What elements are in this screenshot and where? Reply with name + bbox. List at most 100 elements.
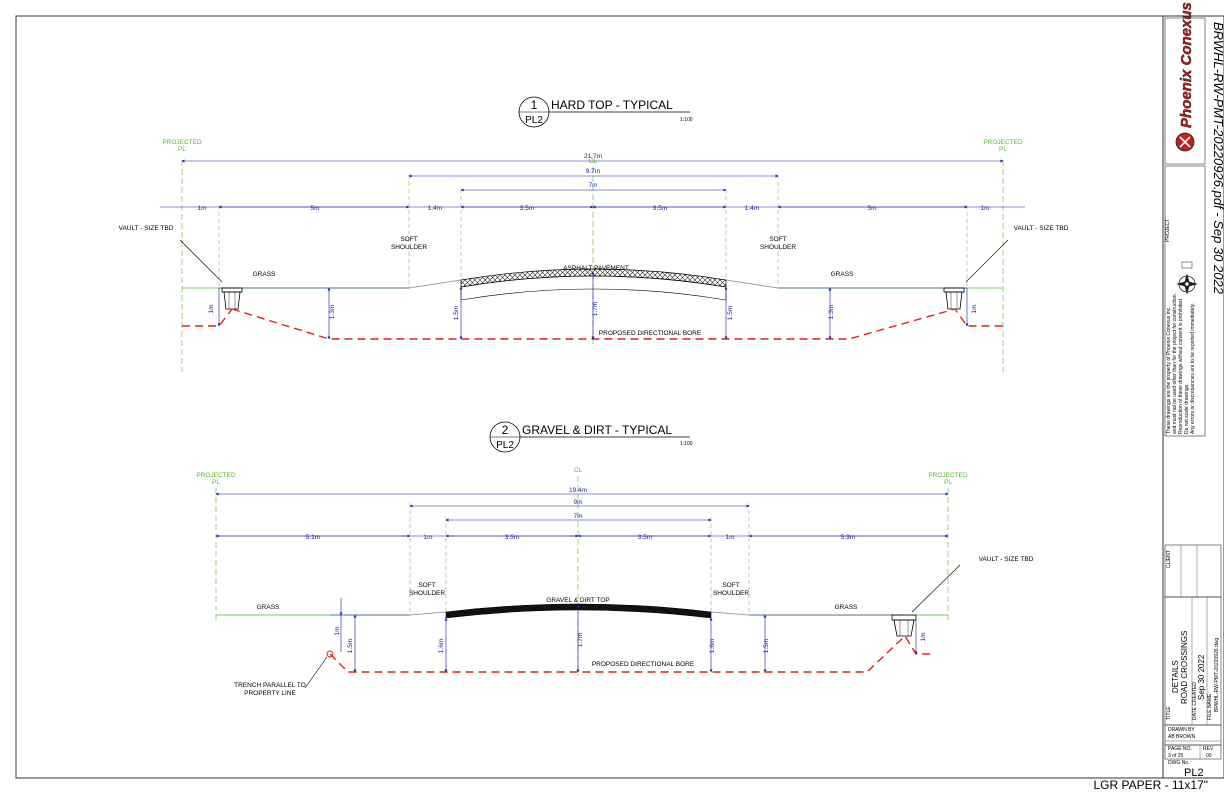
ground-profile	[182, 279, 1003, 289]
grass-right-label: GRASS	[831, 271, 854, 278]
vault-right-label: VAULT - SIZE TBD	[979, 556, 1034, 563]
soft-shoulder-right-2: SHOULDER	[760, 244, 796, 251]
page-value: 3 of 25	[1168, 753, 1184, 759]
segment-dim: 1.4m	[745, 205, 759, 212]
soft-shoulder-left-2: SHOULDER	[391, 244, 427, 251]
page-label: PAGE NO.	[1168, 746, 1192, 752]
bore-label: PROPOSED DIRECTIONAL BORE	[592, 661, 695, 668]
soft-shoulder-left: SOFT	[400, 236, 417, 243]
depth-dim: 1.5m	[347, 639, 354, 653]
overall-dim: 19.4m	[569, 487, 587, 494]
pl-right-label: PROJECTED	[928, 472, 968, 479]
directional-bore	[182, 308, 1003, 340]
dwg-value: PL2	[1184, 767, 1204, 779]
pl-right-label: PROJECTED	[983, 139, 1023, 146]
vault-right	[891, 614, 917, 637]
title-line-2: ROAD CROSSINGS	[1180, 631, 1189, 704]
depth-dim: 1.6m	[709, 639, 716, 653]
detail-scale: 1:100	[680, 117, 693, 123]
inner-dim: 7m	[588, 182, 597, 189]
depth-dim: 1.6m	[438, 639, 445, 653]
detail-title: GRAVEL & DIRT - TYPICAL	[522, 423, 672, 437]
centerline-label: CL	[574, 467, 583, 474]
svg-text:These drawings are the propert: These drawings are the property of Phoen…	[1166, 306, 1172, 434]
segment-dim: 3.5m	[505, 534, 519, 541]
depth-dim: 1.5m	[727, 306, 734, 320]
file-label: FILE NAME	[1207, 693, 1213, 720]
depth-dim: 1.3m	[329, 305, 336, 319]
segment-dim: 1m	[725, 534, 734, 541]
disclaimer: These drawings are the property of Phoen…	[1166, 293, 1196, 434]
vault-right-label: VAULT - SIZE TBD	[1014, 225, 1069, 232]
file-stamp: BRWHL-RW-PMT-20220926.pdf - Sep 30 2022	[1211, 22, 1224, 295]
detail-hard-top: 1 PL2 HARD TOP - TYPICAL 1:100 PROJECTED…	[119, 96, 1069, 372]
detail-sheet-ref: PL2	[525, 115, 543, 126]
soft-shoulder-left: SOFT	[418, 582, 435, 589]
mid-dim: 9m	[573, 499, 582, 506]
soft-shoulder-right-2: SHOULDER	[713, 590, 749, 597]
trench-marker-icon	[326, 650, 334, 658]
depth-dim: 1m	[208, 304, 215, 313]
sheet-border	[15, 15, 1224, 779]
depth-dim: 1m	[971, 304, 978, 313]
segment-dim: 3.5m	[520, 205, 534, 212]
mid-dim: 9.7m	[586, 168, 600, 175]
rev-value: 00	[1206, 753, 1212, 759]
logo-text: Phoenix Conexus	[1178, 2, 1195, 128]
segment-dim: 3.5m	[638, 534, 652, 541]
trench-label-2: PROPERTY LINE	[244, 690, 296, 697]
compass-icon	[1176, 261, 1198, 295]
segment-dim: 5.3m	[841, 534, 855, 541]
vault-right	[943, 287, 965, 310]
depth-dim: 1.5m	[453, 306, 460, 320]
segment-dim: 5.1m	[306, 534, 320, 541]
gravel-dirt-top	[445, 603, 712, 619]
detail-title: HARD TOP - TYPICAL	[551, 98, 673, 112]
segment-dim: 1.4m	[428, 205, 442, 212]
vault-left	[221, 287, 243, 310]
grass-left-label: GRASS	[253, 271, 276, 278]
detail-sheet-ref: PL2	[496, 440, 514, 451]
drawn-label: DRAWN BY	[1168, 727, 1195, 733]
title-block: Phoenix Conexus BRWHL-RW-PMT-20220926.pd…	[1164, 2, 1224, 779]
soft-shoulder-left-2: SHOULDER	[409, 590, 445, 597]
project-label: PROJECT	[1165, 219, 1171, 242]
detail-number: 2	[502, 423, 509, 437]
svg-text:and must not be used other tha: and must not be used other than for the …	[1172, 293, 1178, 434]
drawn-value: AB BROWN	[1168, 734, 1196, 740]
pl-left-label-2: PL	[178, 146, 186, 153]
soft-shoulder-right: SOFT	[722, 582, 739, 589]
detail-number: 1	[531, 98, 538, 112]
detail-scale: 1:100	[680, 441, 693, 447]
pl-left-label: PROJECTED	[196, 472, 236, 479]
svg-text:Do not scale drawings.: Do not scale drawings.	[1184, 383, 1190, 434]
trench-label: TRENCH PARALLEL TO	[234, 682, 306, 689]
rev-label: REV	[1203, 746, 1214, 752]
paper-label: LGR PAPER - 11x17"	[1093, 778, 1208, 792]
segment-dim: 1m	[197, 205, 206, 212]
pl-right-label-2: PL	[944, 479, 952, 486]
grass-right-label: GRASS	[835, 604, 858, 611]
detail-gravel-dirt: 2 PL2 GRAVEL & DIRT - TYPICAL 1:100 PROJ…	[196, 421, 1034, 697]
client-label: CLIENT	[1166, 550, 1172, 568]
grass-left-label: GRASS	[257, 604, 280, 611]
vault-left-label: VAULT - SIZE TBD	[119, 225, 174, 232]
phoenix-conexus-logo: Phoenix Conexus	[1164, 2, 1206, 165]
depth-dim: 1.7m	[592, 302, 599, 316]
depth-dim: 1m	[920, 632, 927, 641]
ground-profile	[216, 611, 948, 616]
file-value: BRWHL-RW-PMT-20220926.dwg	[1214, 638, 1220, 712]
segment-dim: 1m	[980, 205, 989, 212]
soft-shoulder-right: SOFT	[769, 236, 786, 243]
segment-dim: 1m	[423, 534, 432, 541]
date-value: Sep 30 2022	[1197, 654, 1206, 700]
depth-dim: 1.7m	[577, 633, 584, 647]
surface-label: GRAVEL & DIRT TOP	[546, 597, 609, 604]
overall-dim: 21.7m	[584, 153, 602, 160]
date-label: DATE CREATED	[1192, 682, 1198, 720]
depth-dim: 1.5m	[763, 639, 770, 653]
depth-dim: 1.3m	[828, 305, 835, 319]
dwg-label: DWG No.	[1168, 760, 1189, 766]
depth-dim: 1m	[334, 626, 341, 635]
